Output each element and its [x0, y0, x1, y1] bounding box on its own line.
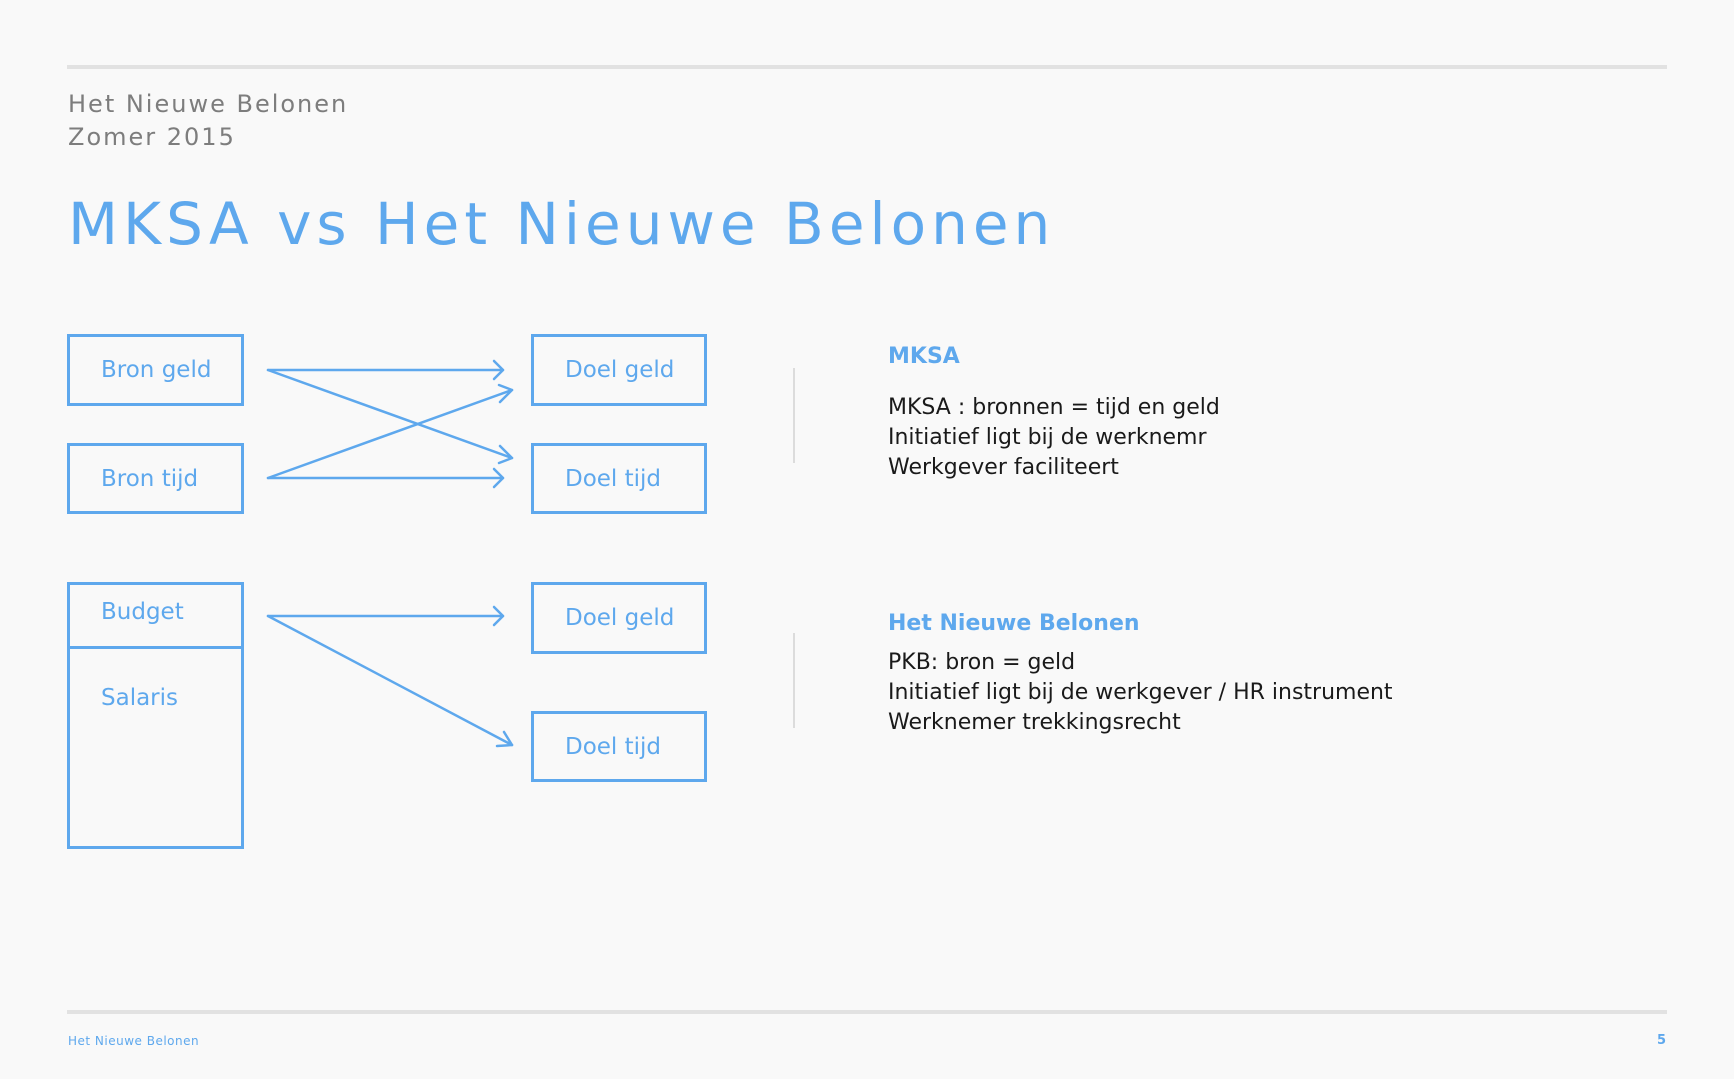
node-doel-tijd-2: Doel tijd [531, 711, 707, 782]
hnb-description: PKB: bron = geld Initiatief ligt bij de … [888, 648, 1393, 738]
node-label: Bron tijd [101, 465, 199, 492]
footer-deck-name: Het Nieuwe Belonen [68, 1034, 200, 1048]
mksa-heading: MKSA [888, 344, 960, 369]
page-number: 5 [1656, 1033, 1666, 1048]
section-divider [793, 368, 795, 463]
node-budget: Budget Salaris [67, 582, 244, 849]
node-bron-geld: Bron geld [67, 334, 244, 406]
node-doel-geld-2: Doel geld [531, 582, 707, 654]
mksa-line: Initiatief ligt bij de werknemr [888, 425, 1207, 450]
mksa-line: MKSA : bronnen = tijd en geld [888, 395, 1220, 420]
arrow-budget-to-doel-geld [266, 605, 505, 627]
node-doel-geld: Doel geld [531, 334, 707, 406]
node-label: Doel geld [565, 357, 675, 383]
arrow-bron-tijd-to-doel-geld [266, 383, 514, 480]
hnb-line: Initiatief ligt bij de werkgever / HR in… [888, 680, 1393, 705]
hnb-heading: Het Nieuwe Belonen [888, 611, 1140, 636]
budget-body-label: Salaris [101, 685, 179, 711]
mksa-description: MKSA : bronnen = tijd en geld Initiatief… [888, 393, 1220, 483]
node-label: Budget [101, 599, 184, 625]
arrow-bron-geld-to-doel-tijd [266, 368, 514, 465]
budget-header: Budget [70, 585, 241, 649]
slide-title: MKSA vs Het Nieuwe Belonen [68, 190, 1056, 258]
node-label: Doel tijd [565, 465, 662, 492]
arrow-bron-tijd-to-doel-tijd [266, 467, 505, 489]
arrow-bron-geld-to-doel-geld [266, 359, 505, 381]
node-label: Doel tijd [565, 733, 662, 760]
bottom-rule [67, 1010, 1667, 1014]
mksa-line: Werkgever faciliteert [888, 455, 1119, 480]
arrow-budget-to-doel-tijd [266, 614, 514, 748]
node-doel-tijd: Doel tijd [531, 443, 707, 514]
hnb-line: PKB: bron = geld [888, 650, 1076, 675]
node-label: Bron geld [101, 357, 212, 383]
top-rule [67, 65, 1667, 69]
deck-name: Het Nieuwe Belonen [68, 90, 349, 118]
hnb-line: Werknemer trekkingsrecht [888, 710, 1181, 735]
node-label: Doel geld [565, 605, 675, 631]
section-divider [793, 633, 795, 728]
node-bron-tijd: Bron tijd [67, 443, 244, 514]
deck-date: Zomer 2015 [68, 123, 236, 151]
